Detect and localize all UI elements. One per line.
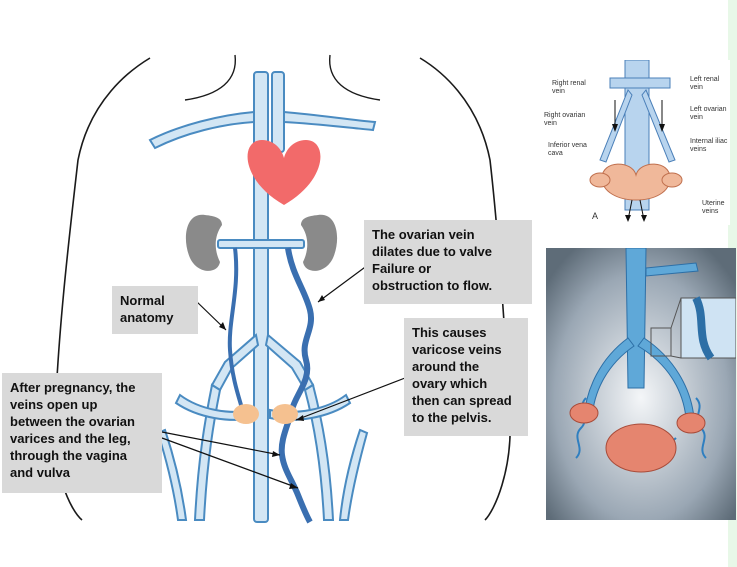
- kidney-left-icon: [185, 214, 222, 271]
- subclavian-right: [283, 110, 377, 132]
- inset-venous-anatomy: Right renal vein Left renal vein Right o…: [540, 59, 730, 225]
- leg-vein-left-inner: [156, 428, 188, 521]
- neck-outline-right: [329, 54, 381, 101]
- pointer-arrowheads: [219, 295, 325, 489]
- label-right-ovarian-vein: Right ovarian vein: [544, 112, 586, 127]
- pelvic-varices-svg: [546, 247, 737, 520]
- callout-ovarian-vein: The ovarian vein dilates due to valve Fa…: [364, 220, 532, 304]
- label-inferior-vena-cava: Inferior vena cava: [548, 142, 587, 157]
- callout-normal-anatomy: Normal anatomy: [112, 286, 198, 334]
- ovary-right: [272, 404, 298, 424]
- label-panel-letter: A: [592, 211, 599, 221]
- neck-outline-left: [184, 54, 236, 101]
- ovary-left: [233, 404, 259, 424]
- jugular-vein: [253, 71, 269, 523]
- label-internal-iliac-veins: Internal iliac veins: [690, 138, 728, 153]
- subclavian-left: [148, 110, 255, 150]
- callout-pregnancy: After pregnancy, the veins open up betwe…: [2, 373, 162, 493]
- kidney-right-icon: [301, 214, 338, 271]
- label-uterine-veins: Uterine veins: [702, 200, 725, 215]
- label-right-renal-vein: Right renal vein: [552, 80, 586, 95]
- renal-veins: [217, 239, 305, 249]
- pointer-pregnancy-2: [161, 437, 299, 489]
- label-left-ovarian-vein: Left ovarian vein: [690, 106, 727, 121]
- body-diagram: [53, 54, 511, 524]
- inset-venous-svg: [589, 59, 683, 222]
- normal-ovarian-vein: [227, 247, 245, 413]
- callout-varicose-veins: This causes varicose veins around the ov…: [404, 318, 528, 436]
- heart-icon: [247, 140, 321, 205]
- pointer-varicose: [295, 377, 406, 421]
- pointer-pregnancy-1: [161, 431, 281, 456]
- pointer-lines: [161, 261, 406, 489]
- illustration-pelvic-varices: [546, 247, 737, 520]
- label-left-renal-vein: Left renal vein: [690, 76, 720, 91]
- jugular-vein-right: [271, 71, 285, 153]
- leg-vein-right-inner: [338, 428, 369, 521]
- pointer-ovarian: [317, 261, 373, 303]
